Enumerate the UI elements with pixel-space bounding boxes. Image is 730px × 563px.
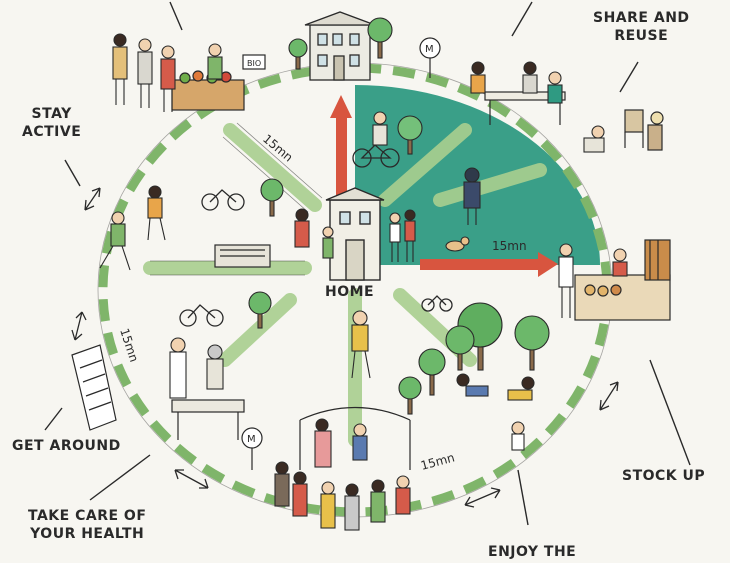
label-line: HOME xyxy=(325,284,375,300)
dog xyxy=(445,236,470,252)
trees xyxy=(248,17,550,415)
bio-sign: BIO xyxy=(247,59,261,68)
label-line: STOCK UP xyxy=(622,468,706,484)
people xyxy=(99,33,628,531)
notice-board xyxy=(71,344,117,431)
label-line: REUSE xyxy=(614,27,669,44)
label-stock-up: STOCK UP xyxy=(622,468,705,486)
label-line: TAKE CARE OF xyxy=(28,508,147,524)
label-enjoy-the: ENJOY THE xyxy=(488,544,576,562)
distance-label: 15mn xyxy=(117,327,141,364)
double-arrows xyxy=(71,187,619,508)
arrow-right xyxy=(420,252,558,277)
distance-label: 15mn xyxy=(419,450,456,472)
label-line: GET AROUND xyxy=(12,438,121,454)
bicycles xyxy=(179,144,453,327)
label-line: ENJOY THE xyxy=(488,544,577,560)
home-building xyxy=(325,187,385,281)
label-get-around: GET AROUND xyxy=(12,438,121,456)
label-stay-active: STAY ACTIVE xyxy=(22,106,81,141)
label-line: YOUR HEALTH xyxy=(30,525,145,542)
label-line: SHARE AND xyxy=(593,10,690,26)
label-line: STAY xyxy=(31,106,72,122)
label-take-care-of-your-health: TAKE CARE OF YOUR HEALTH xyxy=(28,508,146,543)
arrow-up xyxy=(330,95,352,225)
shop-counter xyxy=(574,239,671,321)
shelter xyxy=(299,407,411,470)
pointer-lines xyxy=(44,1,691,526)
metro-sign-bottom: M xyxy=(241,427,263,470)
metro-sign-top: M xyxy=(419,37,441,78)
metro-sign-label: M xyxy=(247,434,256,445)
label-share-and-reuse: SHARE AND REUSE xyxy=(593,10,690,45)
apartment-building xyxy=(304,11,376,81)
doctor-desk xyxy=(171,399,245,440)
home-label: HOME xyxy=(325,284,374,302)
reuse-furniture xyxy=(624,109,664,151)
label-line: ACTIVE xyxy=(22,123,82,140)
distance-label: 15mn xyxy=(492,239,527,253)
metro-sign-label: M xyxy=(425,44,434,55)
grill xyxy=(214,244,271,268)
